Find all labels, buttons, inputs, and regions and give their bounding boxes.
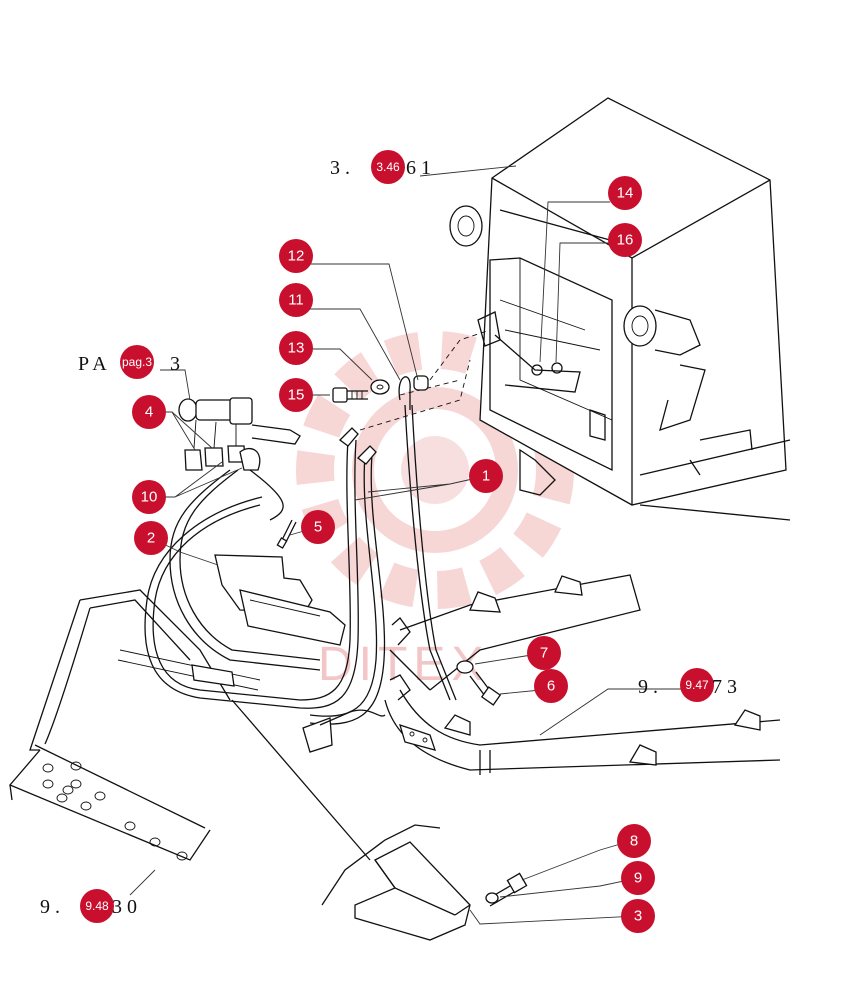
callout-13: 13 [279, 331, 313, 365]
dozer-blade [8, 589, 261, 861]
ground-cable [404, 404, 451, 701]
svg-text:9 .: 9 . [638, 676, 658, 698]
svg-text:11: 11 [288, 292, 304, 309]
callout-6: 6 [534, 669, 568, 703]
svg-text:15: 15 [288, 387, 305, 404]
callout-5: 5 [301, 510, 335, 544]
svg-text:3.46: 3.46 [376, 160, 400, 174]
svg-text:7 3: 7 3 [712, 676, 737, 698]
svg-text:pag.3: pag.3 [122, 355, 152, 369]
callout-16: 16 [608, 223, 642, 257]
ref-label-top: 3 . 3.46 6 1 [330, 150, 431, 184]
svg-text:14: 14 [617, 185, 634, 202]
detail-leader-line [231, 699, 371, 861]
ref-label-right: 9 . 9.47 7 3 [638, 668, 737, 702]
eye-terminal-11 [398, 376, 411, 410]
callout-14: 14 [608, 176, 642, 210]
bracket-3-detail [321, 824, 471, 941]
svg-text:7: 7 [540, 645, 548, 662]
svg-text:9: 9 [634, 870, 642, 887]
svg-text:8: 8 [630, 833, 638, 850]
svg-text:3: 3 [170, 353, 180, 375]
main-frame-box [449, 97, 791, 521]
svg-text:9.48: 9.48 [85, 899, 109, 913]
svg-text:13: 13 [288, 340, 305, 357]
screw-5 [281, 519, 297, 543]
svg-text:9.47: 9.47 [685, 678, 709, 692]
watermark-text: DITEX [318, 638, 489, 691]
svg-text:16: 16 [617, 232, 634, 249]
callout-3: 3 [621, 899, 655, 933]
bolt-6 [469, 671, 502, 706]
svg-text:2: 2 [147, 530, 155, 547]
callout-1: 1 [469, 459, 503, 493]
washer-13 [370, 379, 390, 395]
svg-text:3 0: 3 0 [112, 896, 137, 918]
svg-text:P A: P A [78, 353, 107, 375]
callout-12: 12 [279, 239, 313, 273]
callout-7: 7 [527, 636, 561, 670]
connector [302, 717, 333, 753]
callout-8: 8 [617, 824, 651, 858]
svg-text:12: 12 [288, 248, 305, 265]
clamp-plate [191, 664, 235, 687]
washer-7 [456, 660, 474, 674]
svg-text:6: 6 [547, 678, 555, 695]
svg-text:10: 10 [141, 489, 158, 506]
callout-11: 11 [279, 283, 313, 317]
svg-text:9 .: 9 . [40, 896, 60, 918]
callout-9: 9 [621, 861, 655, 895]
callout-15: 15 [279, 378, 313, 412]
bracket-2 [214, 554, 346, 646]
bushing-12 [413, 375, 429, 391]
ref-label-left: P A pag.3 3 [78, 345, 180, 379]
svg-text:5: 5 [314, 519, 322, 536]
push-arm [384, 574, 781, 775]
svg-text:4: 4 [145, 404, 153, 421]
hose-10 [169, 469, 321, 671]
svg-text:6 1: 6 1 [406, 157, 431, 179]
bolt-8 [485, 872, 528, 907]
valve-assembly [178, 397, 301, 471]
bolt-15 [332, 387, 368, 403]
ref-label-bottom: 9 . 9.48 3 0 [40, 889, 137, 923]
callout-4: 4 [132, 395, 166, 429]
svg-text:3: 3 [634, 908, 642, 925]
svg-text:1: 1 [482, 468, 490, 485]
callout-10: 10 [132, 480, 166, 514]
svg-text:3 .: 3 . [330, 157, 350, 179]
washer-9 [485, 892, 499, 904]
callout-2: 2 [134, 521, 168, 555]
